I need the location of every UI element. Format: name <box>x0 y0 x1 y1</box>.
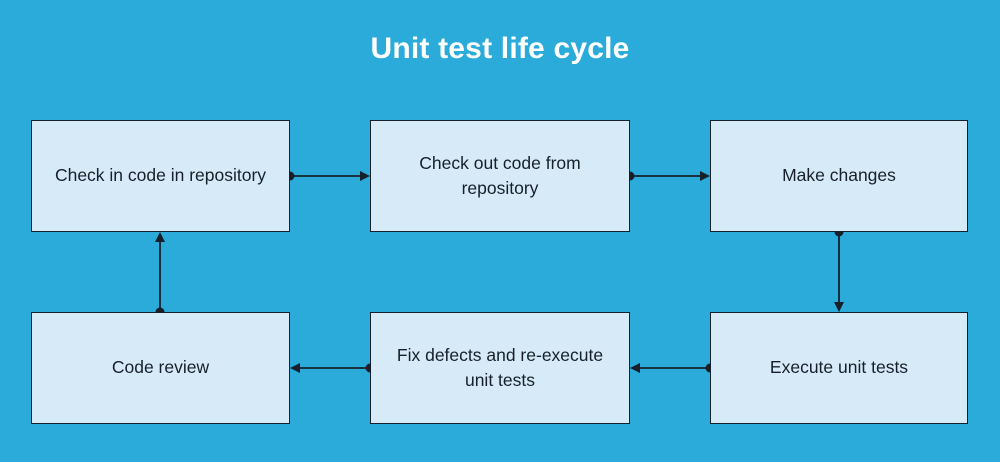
page-title: Unit test life cycle <box>370 32 630 65</box>
arrow-head-icon <box>630 363 640 373</box>
node-label: Execute unit tests <box>769 357 909 378</box>
edge-check-in-to-check-out <box>285 171 370 181</box>
node-label: Make changes <box>782 165 896 186</box>
arrow-head-icon <box>360 171 370 181</box>
arrow-head-icon <box>700 171 710 181</box>
node-execute-unit-tests[interactable]: Execute unit tests <box>710 312 968 424</box>
node-label: Code review <box>111 357 210 378</box>
edge-execute-to-fix-defects <box>630 363 715 373</box>
edge-make-changes-to-execute <box>834 227 844 312</box>
node-label: Fix defects and re-execute unit tests <box>396 344 604 390</box>
arrow-head-icon <box>155 232 165 242</box>
arrow-head-icon <box>834 302 844 312</box>
node-label: Check in code in repository <box>54 165 267 186</box>
node-code-review[interactable]: Code review <box>31 312 290 424</box>
edge-code-review-to-check-in <box>155 232 165 317</box>
node-check-out-code[interactable]: Check out code from repository <box>370 120 630 232</box>
node-check-in-code[interactable]: Check in code in repository <box>31 120 290 232</box>
edge-fix-defects-to-code-review <box>290 363 375 373</box>
node-make-changes[interactable]: Make changes <box>710 120 968 232</box>
edge-check-out-to-make-changes <box>625 171 710 181</box>
arrow-head-icon <box>290 363 300 373</box>
node-fix-defects[interactable]: Fix defects and re-execute unit tests <box>370 312 630 424</box>
node-label: Check out code from repository <box>419 152 581 198</box>
